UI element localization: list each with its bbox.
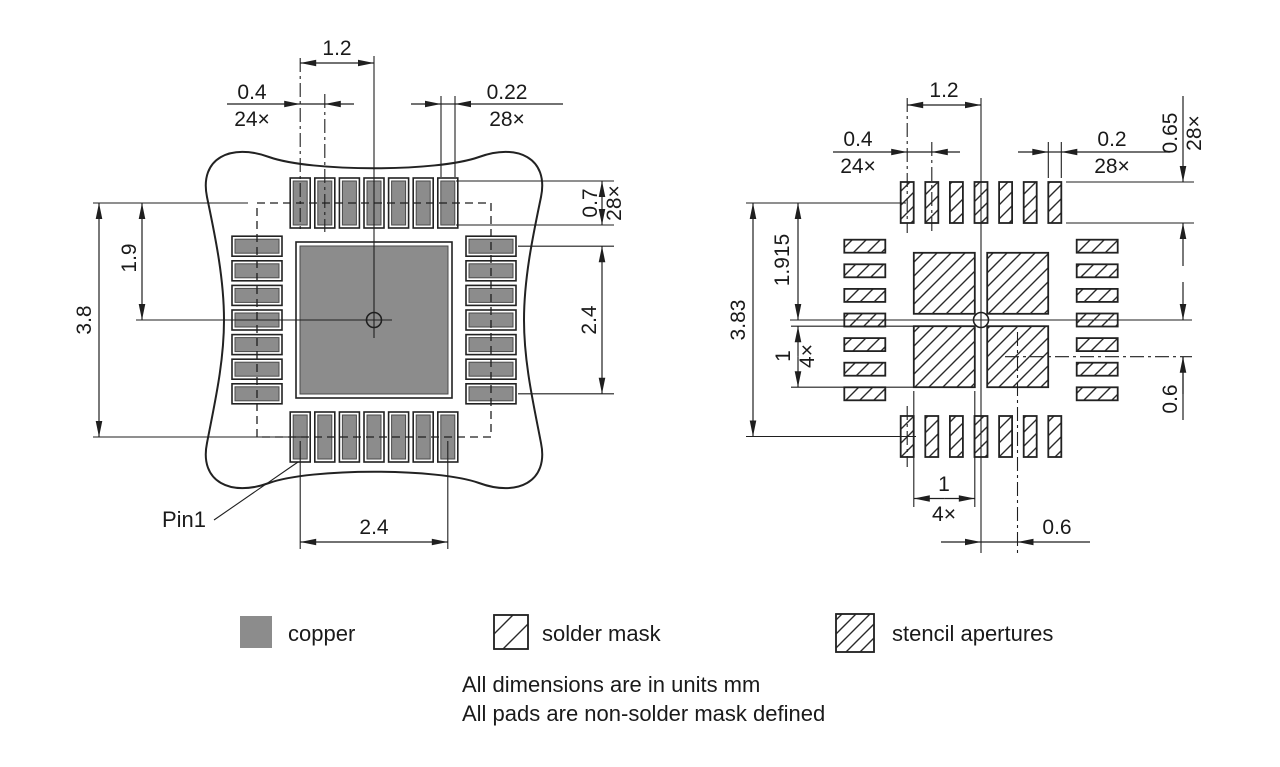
stencil-aperture — [1075, 386, 1119, 402]
legend-copper-label: copper — [288, 621, 355, 646]
dim-row-offset: 1.915 — [771, 234, 794, 287]
land-pattern-view: 1.2 0.4 24× 0.22 28× 0.7 28× 2.4 1.9 — [73, 37, 626, 549]
origin-crosshair — [365, 311, 383, 329]
pin1-label: Pin1 — [162, 507, 206, 532]
stencil-aperture — [1047, 181, 1063, 224]
stencil-aperture — [949, 415, 964, 458]
legend-copper-swatch — [240, 616, 272, 648]
dim-pad-pitch-count: 24× — [234, 108, 270, 131]
dim-aperture-pitch-count: 24× — [840, 155, 876, 178]
dim-pad-width-count: 28× — [489, 108, 525, 131]
dim-outer-span: 3.83 — [727, 300, 750, 341]
note-nsmd: All pads are non-solder mask defined — [462, 701, 825, 726]
dim-row-span: 2.4 — [359, 516, 389, 539]
dim-square-offset-h: 0.6 — [1042, 516, 1071, 539]
dim-aperture-width: 0.2 — [1097, 128, 1126, 151]
dim-square-width: 1 — [938, 473, 950, 496]
dim-pad-length: 0.7 — [579, 188, 602, 217]
dim-pitch-half-span: 1.2 — [322, 37, 351, 60]
stencil-center-aperture — [912, 251, 976, 315]
stencil-aperture — [998, 181, 1013, 224]
dim-aperture-pitch: 0.4 — [843, 128, 873, 151]
dim-aperture-width-count: 28× — [1094, 155, 1130, 178]
dim-pad-length-count: 28× — [603, 185, 626, 221]
dim-aperture-length-count: 28× — [1183, 115, 1206, 151]
stencil-aperture — [843, 263, 887, 279]
dim-pitch-half-span: 1.2 — [929, 79, 958, 102]
stencil-aperture — [1022, 181, 1038, 224]
dim-pad-width: 0.22 — [487, 81, 528, 104]
dim-outer-span: 3.8 — [73, 305, 96, 334]
stencil-aperture — [1047, 415, 1063, 458]
stencil-center-aperture — [912, 325, 976, 389]
stencil-aperture — [843, 238, 887, 254]
stencil-aperture — [843, 287, 887, 303]
stencil-aperture — [1022, 415, 1038, 458]
solder-mask-hatch — [204, 150, 544, 490]
legend: copper solder mask stencil apertures — [240, 613, 1053, 653]
stencil-view: 1.2 0.4 24× 0.2 28× 0.65 28× 3.83 1.915 — [727, 79, 1206, 553]
stencil-aperture — [924, 415, 940, 458]
dim-row-offset: 1.9 — [118, 243, 141, 272]
legend-stencil-hatch — [835, 613, 875, 653]
legend-stencil-label: stencil apertures — [892, 621, 1053, 646]
stencil-aperture — [998, 415, 1013, 458]
notes: All dimensions are in units mm All pads … — [462, 672, 825, 726]
dim-square-height-count: 4× — [796, 344, 819, 368]
stencil-aperture — [949, 181, 964, 224]
stencil-aperture — [1075, 238, 1119, 254]
stencil-center-aperture — [986, 251, 1050, 315]
stencil-aperture — [1075, 287, 1119, 303]
stencil-aperture — [1075, 337, 1119, 353]
pin1-leader-line — [213, 461, 299, 521]
stencil-aperture — [843, 337, 887, 353]
dim-square-offset-v: 0.6 — [1159, 384, 1182, 413]
stencil-aperture — [843, 361, 887, 377]
stencil-aperture — [843, 386, 887, 402]
dim-col-span: 2.4 — [578, 305, 601, 335]
stencil-aperture — [1075, 263, 1119, 279]
note-units: All dimensions are in units mm — [462, 672, 760, 697]
dim-pad-pitch: 0.4 — [237, 81, 267, 104]
legend-solder-mask-hatch — [493, 614, 529, 650]
dim-square-height: 1 — [772, 350, 795, 362]
dim-aperture-length: 0.65 — [1159, 113, 1182, 154]
legend-solder-mask-label: solder mask — [542, 621, 662, 646]
stencil-aperture — [1075, 361, 1119, 377]
dim-square-width-count: 4× — [932, 503, 956, 526]
origin-crosshair — [972, 311, 990, 329]
